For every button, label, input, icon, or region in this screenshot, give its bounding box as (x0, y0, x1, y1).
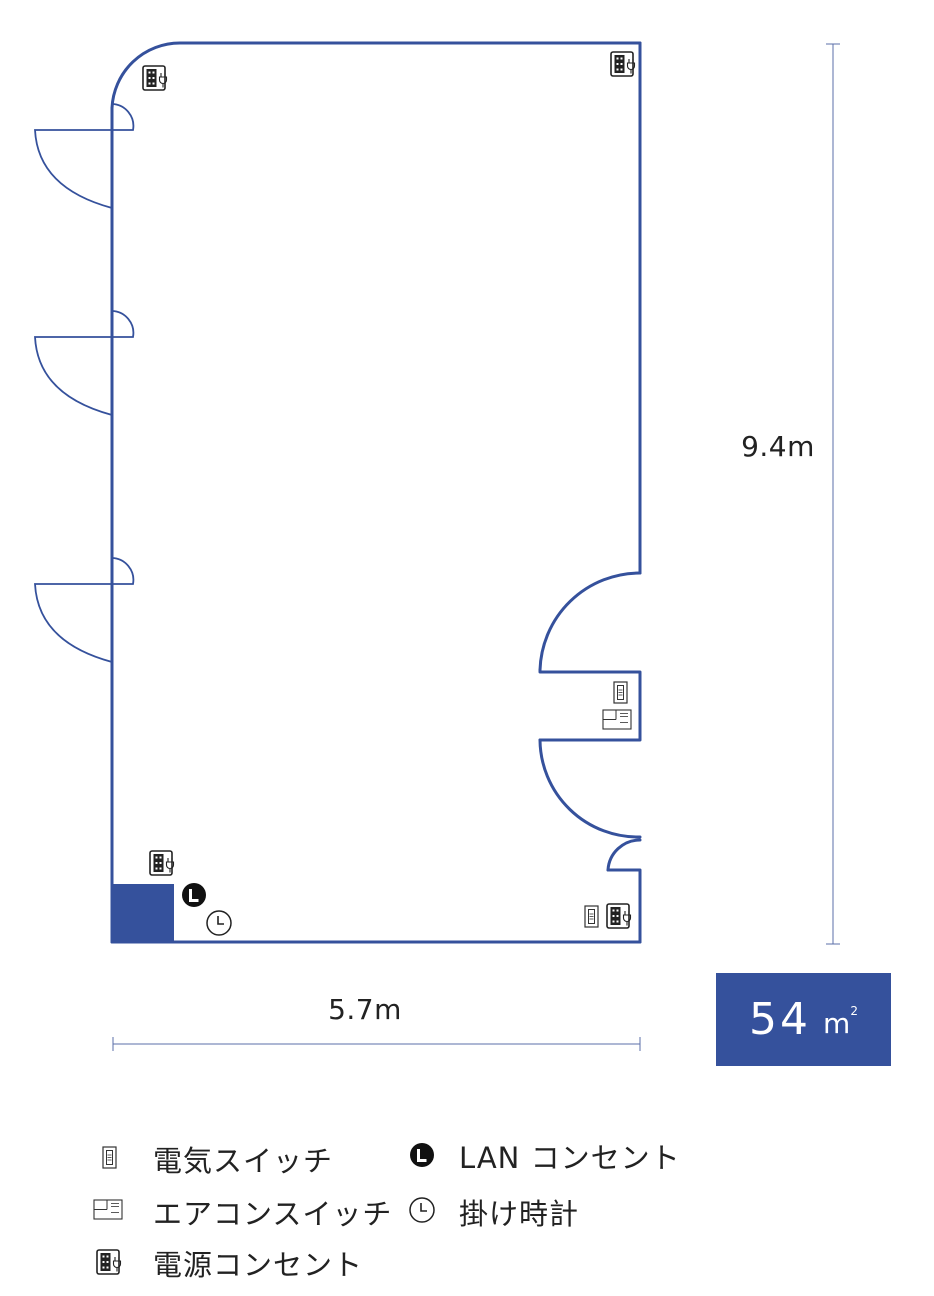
height-dimension-line (826, 43, 840, 945)
legend-wall-clock-label: 掛け時計 (459, 1197, 580, 1231)
left-doors (34, 103, 135, 663)
power-outlet-icon (96, 1249, 122, 1275)
corner-pillar (112, 884, 174, 942)
legend-aircon-switch-label: エアコンスイッチ (153, 1197, 393, 1231)
wall-clock-icon (206, 910, 232, 936)
light-switch-icon (613, 681, 628, 704)
aircon-switch-icon (602, 709, 632, 730)
area-unit: m2 (823, 1003, 858, 1040)
legend-light-switch-label: 電気スイッチ (153, 1144, 334, 1178)
area-badge: 54 m2 (716, 973, 891, 1066)
height-dimension-label: 9.4m (741, 430, 815, 463)
width-dimension-label: 5.7m (328, 993, 402, 1026)
width-dimension-line (112, 1037, 641, 1051)
room-walls (110, 41, 642, 944)
wall-clock-icon (409, 1197, 435, 1223)
power-outlet-icon (142, 65, 168, 91)
power-outlet-icon (606, 903, 632, 929)
lan-outlet-icon (180, 881, 208, 909)
aircon-switch-icon (93, 1199, 123, 1220)
light-switch-icon (102, 1146, 117, 1169)
legend-power-outlet-label: 電源コンセント (153, 1248, 364, 1282)
power-outlet-icon (610, 51, 636, 77)
area-value: 54 (749, 994, 812, 1045)
light-switch-icon (584, 905, 599, 928)
legend-lan-outlet-label: LAN コンセント (459, 1141, 681, 1175)
lan-outlet-icon (408, 1141, 436, 1169)
power-outlet-icon (149, 850, 175, 876)
